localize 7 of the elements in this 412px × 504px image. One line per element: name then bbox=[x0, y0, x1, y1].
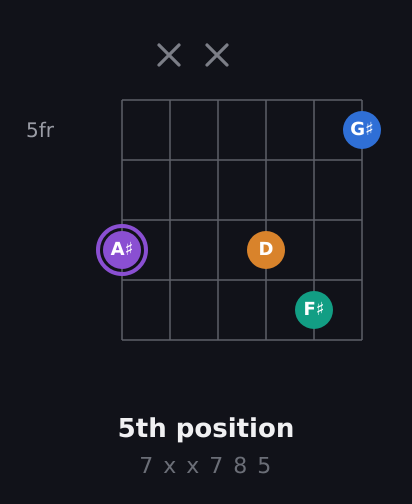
note-marker: F♯ bbox=[295, 291, 333, 329]
chord-title: 5th position bbox=[118, 414, 294, 444]
note-marker: G♯ bbox=[343, 111, 381, 149]
tab-notation: 7 x x 7 8 5 bbox=[139, 454, 273, 479]
root-note-marker: A♯ bbox=[96, 224, 148, 276]
fret-number-label: 5fr bbox=[26, 118, 54, 142]
note-marker: D bbox=[247, 231, 285, 269]
